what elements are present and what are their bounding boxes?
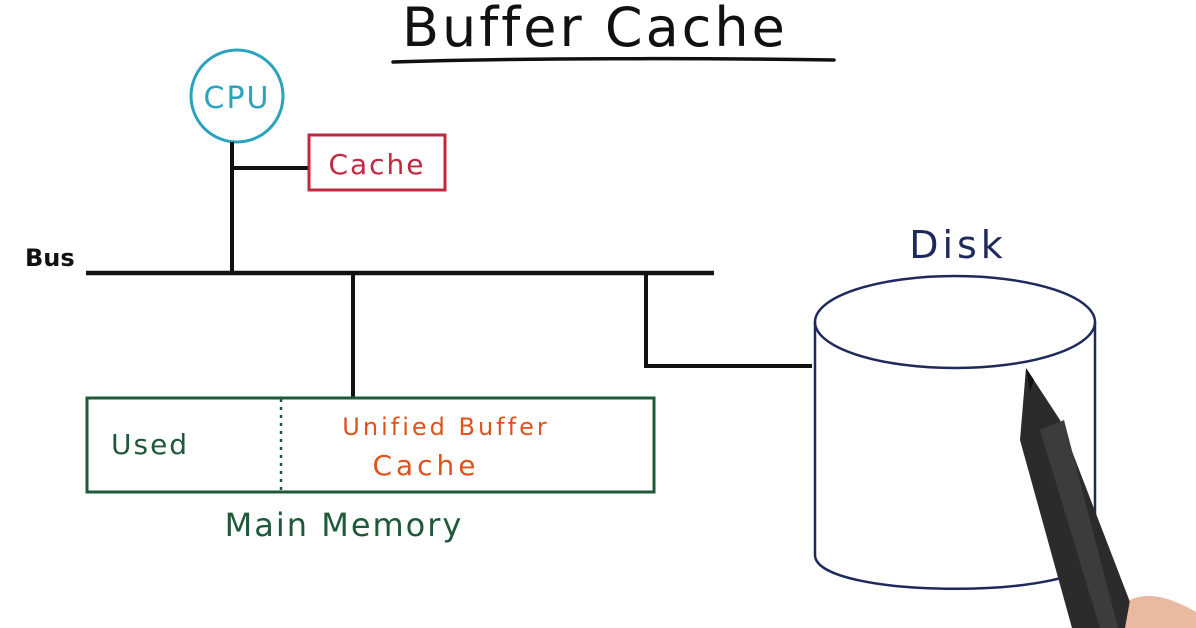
buffer-cache-label-line2: Cache <box>372 449 479 482</box>
stylus-pen-icon <box>1020 368 1196 628</box>
cache-box <box>307 133 447 192</box>
memory-box <box>85 396 656 494</box>
buffer-cache-label-line1: Unified Buffer <box>342 413 549 441</box>
bus-label: Bus <box>25 244 75 272</box>
diagram-title: Buffer Cache <box>402 0 788 59</box>
cache-label: Cache <box>328 148 425 181</box>
cpu-circle <box>189 48 285 144</box>
cpu-node: CPU <box>189 48 285 144</box>
disk-cylinder-top <box>813 274 1097 370</box>
cpu-label: CPU <box>204 81 271 116</box>
disk-bus-line <box>644 273 812 368</box>
title-underline <box>391 56 836 64</box>
cache-node: Cache <box>307 133 447 192</box>
main-memory: Used Unified Buffer Cache Main Memory <box>85 396 656 544</box>
disk-label: Disk <box>909 223 1007 267</box>
main-memory-caption: Main Memory <box>225 506 464 544</box>
memory-used-label: Used <box>111 428 189 461</box>
